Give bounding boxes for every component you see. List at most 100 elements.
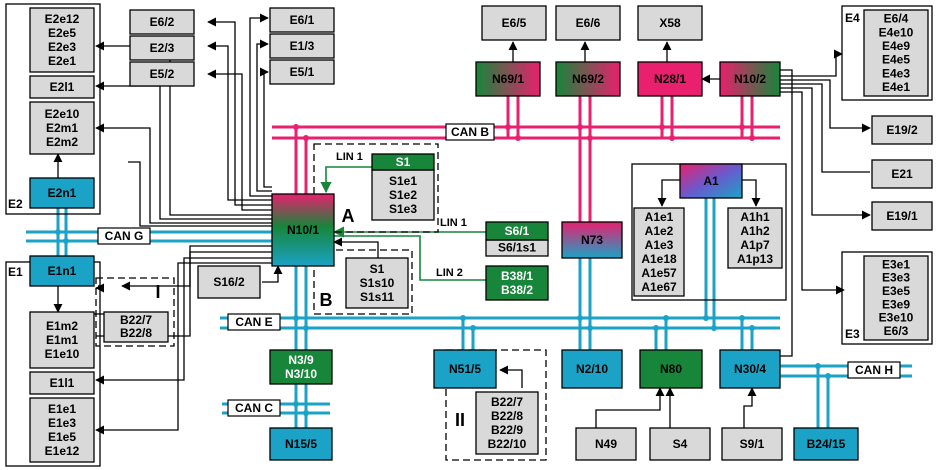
label-n69_1: N69/1 [492, 72, 524, 86]
label-n51_5: N51/5 [449, 362, 481, 376]
label-n3_9: N3/9 [288, 353, 314, 367]
label-e6_4: E6/4 [884, 12, 909, 26]
label-a1e1: A1e1 [645, 210, 674, 224]
box-e19-1: E19/1 [871, 201, 933, 231]
module-s6-1: S6/1 [485, 221, 549, 241]
module-a1: A1 [679, 163, 743, 199]
label-e1_3: E1/3 [290, 39, 315, 53]
box-e6-6: E6/6 [555, 5, 621, 41]
box-e19-2: E19/2 [871, 115, 933, 145]
can-c-junctions [293, 401, 309, 416]
box-e2-3: E2/3 [129, 35, 195, 61]
label-e2m2: E2m2 [46, 135, 78, 149]
label-e4e5: E4e5 [882, 53, 910, 67]
label-e5_1: E5/1 [290, 65, 315, 79]
label-n15_5: N15/5 [285, 437, 317, 451]
label-e3e9: E3e9 [882, 297, 910, 311]
label-can-e-text: CAN E [235, 315, 272, 329]
box-e6-2: E6/2 [129, 9, 195, 35]
label-e2i1: E2l1 [50, 80, 75, 94]
label-can-e: CAN E [227, 313, 281, 331]
label-s16_2: S16/2 [213, 275, 245, 289]
label-a1e67: A1e67 [641, 280, 677, 294]
module-s1: S1 [371, 153, 435, 171]
module-n10-1: N10/1 [271, 193, 335, 267]
label-a1h2: A1h2 [740, 224, 770, 238]
label-n80: N80 [660, 362, 682, 376]
label-e2n1: E2n1 [48, 186, 77, 200]
module-n10-2: N10/2 [719, 61, 781, 97]
box-e21: E21 [871, 159, 933, 189]
mark-roman-1: I [155, 282, 160, 302]
module-n69-1: N69/1 [475, 61, 541, 97]
label-e1-frame: E1 [8, 265, 23, 279]
box-s6-1s1: S6/1s1 [485, 239, 549, 257]
label-b22_10b: B22/10 [488, 437, 527, 451]
label-e6_6: E6/6 [576, 16, 601, 30]
box-s9-1: S9/1 [721, 427, 783, 461]
label-e4e9: E4e9 [882, 39, 910, 53]
label-e1m2: E1m2 [46, 319, 78, 333]
can-e-bus [220, 198, 780, 350]
label-a1h1: A1h1 [740, 210, 770, 224]
can-b-junctions [293, 124, 755, 141]
label-can-h-text: CAN H [855, 363, 893, 377]
label-e4e1: E4e1 [882, 80, 910, 94]
label-a1e3: A1e3 [645, 238, 674, 252]
label-e4-frame: E4 [845, 11, 860, 25]
label-s9_1: S9/1 [740, 437, 765, 451]
label-s1e1: S1e1 [389, 174, 417, 188]
mark-group-b: B [320, 290, 333, 310]
label-b22_7a: B22/7 [120, 313, 152, 327]
label-e21: E21 [891, 167, 913, 181]
box-e6-1: E6/1 [269, 7, 335, 33]
label-b38_2: B38/2 [501, 283, 533, 297]
can-g-junctions [55, 229, 69, 244]
module-n30-4: N30/4 [719, 349, 781, 389]
module-b24-15: B24/15 [793, 427, 859, 461]
wires [53, 13, 871, 435]
label-lin2: LIN 2 [436, 267, 463, 279]
label-s1s11: S1s11 [360, 290, 394, 304]
label-e3e10: E3e10 [879, 311, 914, 325]
label-b38_1: B38/1 [501, 269, 533, 283]
label-b22_9b: B22/9 [491, 423, 523, 437]
label-can-h: CAN H [847, 361, 901, 379]
label-e2_3: E2/3 [150, 41, 175, 55]
label-e2e3: E2e3 [48, 40, 76, 54]
module-n2-10: N2/10 [561, 349, 623, 389]
label-s1e3: S1e3 [389, 202, 417, 216]
module-n80: N80 [639, 349, 703, 389]
module-n28-1: N28/1 [637, 61, 703, 97]
label-e19_2: E19/2 [886, 123, 918, 137]
box-x58: X58 [637, 5, 703, 41]
label-e1i1: E1l1 [50, 376, 75, 390]
label-e1e3: E1e3 [48, 416, 76, 430]
label-e6_5: E6/5 [502, 16, 527, 30]
label-e2e1: E2e1 [48, 54, 76, 68]
mark-roman-2: II [455, 410, 465, 430]
box-s16-2: S16/2 [197, 265, 261, 299]
label-e2e10: E2e10 [45, 107, 80, 121]
module-n3: N3/9N3/10 [269, 349, 333, 385]
frames [5, 3, 933, 467]
label-e19_1: E19/1 [886, 209, 918, 223]
can-b-bus [272, 96, 780, 222]
box-e2l1: E2l1 [29, 75, 95, 99]
label-s4: S4 [673, 437, 688, 451]
label-can-b: CAN B [445, 123, 495, 141]
label-s1e2: S1e2 [389, 188, 417, 202]
